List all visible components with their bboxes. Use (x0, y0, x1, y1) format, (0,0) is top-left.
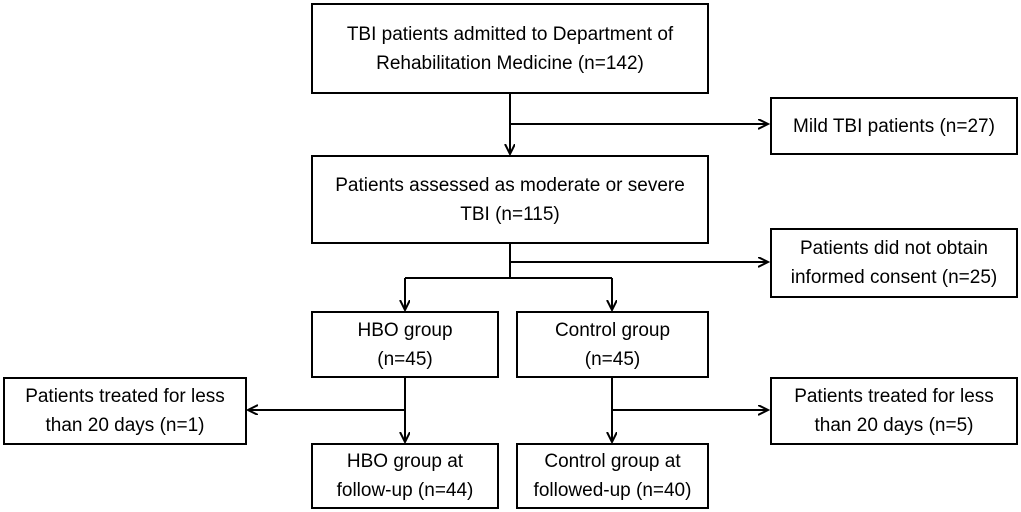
box-hbo-excluded-line1: Patients treated for less (25, 386, 225, 407)
box-control-excluded-line1: Patients treated for less (794, 386, 994, 407)
box-control-followup-line2: followed-up (n=40) (533, 480, 692, 501)
box-hbo-followup-line1: HBO group at (346, 451, 464, 472)
box-hbo-followup-line2: follow-up (n=44) (336, 480, 474, 501)
box-admitted-line1: TBI patients admitted to Department of (346, 23, 674, 45)
box-admitted: TBI patients admitted to Department of R… (311, 3, 709, 94)
box-hbo-excluded-line2: than 20 days (n=1) (45, 415, 205, 436)
box-no-consent-line2: informed consent (n=25) (790, 267, 998, 288)
box-hbo-group-line1: HBO group (357, 319, 453, 341)
box-control-excluded: Patients treated for less than 20 days (… (770, 377, 1018, 445)
box-hbo-group-line2: (n=45) (377, 348, 433, 370)
box-control-group: Control group (n=45) (516, 311, 709, 378)
box-no-consent-line1: Patients did not obtain (799, 238, 988, 259)
box-hbo-excluded: Patients treated for less than 20 days (… (3, 377, 247, 445)
box-hbo-followup: HBO group at follow-up (n=44) (311, 443, 499, 509)
box-control-group-line1: Control group (554, 319, 671, 341)
box-assessed-line2: TBI (n=115) (460, 203, 560, 225)
box-control-followup-line1: Control group at (544, 451, 681, 472)
box-mild: Mild TBI patients (n=27) (770, 97, 1018, 155)
box-mild-line1: Mild TBI patients (n=27) (793, 115, 995, 137)
box-control-group-line2: (n=45) (584, 348, 641, 370)
box-no-consent: Patients did not obtain informed consent… (770, 228, 1018, 298)
box-control-followup: Control group at followed-up (n=40) (516, 443, 709, 509)
box-assessed-line1: Patients assessed as moderate or severe (335, 174, 685, 196)
box-hbo-group: HBO group (n=45) (311, 311, 499, 378)
box-control-excluded-line2: than 20 days (n=5) (814, 415, 974, 436)
box-assessed: Patients assessed as moderate or severe … (311, 155, 709, 244)
box-admitted-line2: Rehabilitation Medicine (n=142) (376, 52, 644, 74)
